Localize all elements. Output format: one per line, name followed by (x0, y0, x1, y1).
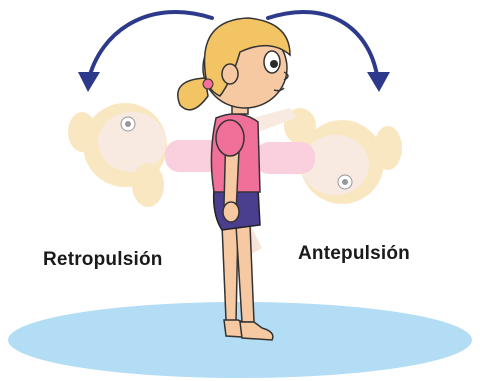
floor-ellipse (8, 302, 472, 378)
arrow-left-icon (88, 12, 212, 82)
antepulsion-label: Antepulsión (298, 243, 410, 265)
retropulsion-label: Retropulsión (43, 249, 163, 271)
arrow-left-head-icon (78, 72, 100, 92)
arrow-right-head-icon (367, 72, 390, 92)
main-figure (178, 18, 290, 340)
ghost-figure-left (68, 103, 225, 207)
ghost-figure-right (245, 108, 402, 204)
